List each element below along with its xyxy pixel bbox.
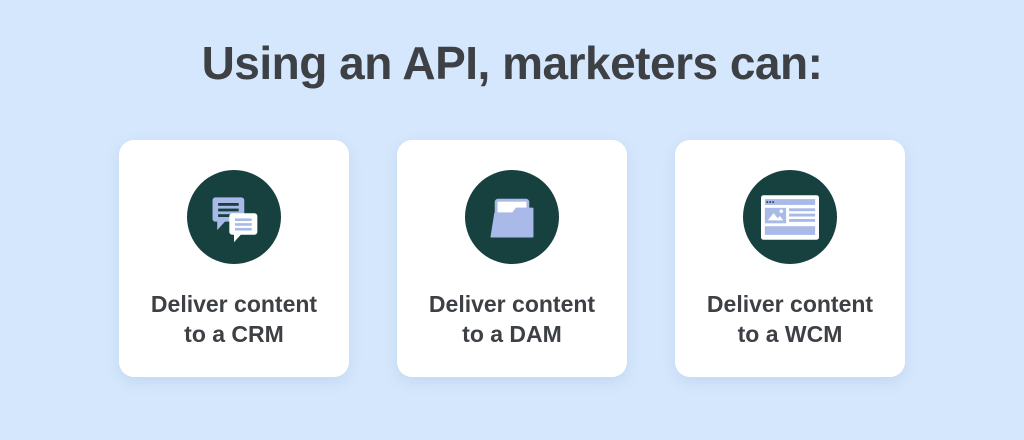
card-label-dam: Deliver content to a DAM xyxy=(429,289,595,349)
open-folder-icon xyxy=(490,198,534,238)
dam-icon-circle xyxy=(465,170,559,264)
crm-icon-circle xyxy=(187,170,281,264)
card-wcm: Deliver content to a WCM xyxy=(675,140,905,377)
page-title: Using an API, marketers can: xyxy=(201,37,823,89)
card-dam: Deliver content to a DAM xyxy=(397,140,627,377)
webpage-window-icon xyxy=(761,194,819,240)
card-label-line2: to a CRM xyxy=(184,321,284,347)
cards-row: Deliver content to a CRM Deliver content… xyxy=(0,140,1024,377)
card-crm: Deliver content to a CRM xyxy=(119,140,349,377)
card-label-wcm: Deliver content to a WCM xyxy=(707,289,873,349)
card-label-line1: Deliver content xyxy=(706,291,874,317)
card-label-line1: Deliver content xyxy=(428,291,596,317)
chat-bubbles-icon xyxy=(212,197,258,243)
card-label-line1: Deliver content xyxy=(150,291,318,317)
wcm-icon-circle xyxy=(743,170,837,264)
card-label-crm: Deliver content to a CRM xyxy=(151,289,317,349)
card-label-line2: to a WCM xyxy=(737,321,843,347)
card-label-line2: to a DAM xyxy=(462,321,562,347)
